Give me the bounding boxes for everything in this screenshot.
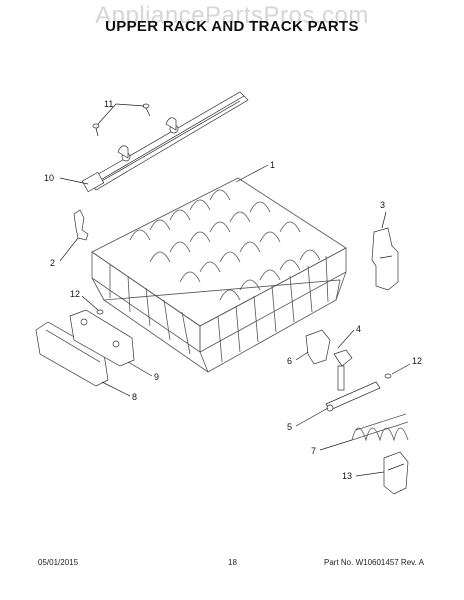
callout-7: 7 bbox=[311, 446, 316, 456]
callout-11: 11 bbox=[104, 99, 113, 109]
rack-stop-clip bbox=[73, 209, 89, 241]
adjuster-arm-assembly bbox=[305, 329, 353, 391]
callout-4: 4 bbox=[356, 324, 361, 334]
rack-adjuster-lower bbox=[383, 451, 409, 495]
watermark: AppliancePartsPros.com bbox=[95, 2, 369, 29]
callout-13: 13 bbox=[342, 471, 352, 481]
lever-arm bbox=[325, 381, 381, 412]
footer-page-number: 18 bbox=[228, 558, 237, 567]
screw-parts bbox=[92, 103, 151, 137]
clip-rack bbox=[351, 413, 409, 442]
upper-dish-rack bbox=[91, 177, 347, 373]
page-title: UPPER RACK AND TRACK PARTS bbox=[105, 18, 359, 35]
upper-rack-track-rail bbox=[81, 91, 249, 193]
footer-date: 05/01/2015 bbox=[38, 558, 79, 567]
callout-1: 1 bbox=[270, 160, 275, 170]
callout-3: 3 bbox=[380, 200, 385, 210]
callout-5: 5 bbox=[287, 422, 292, 432]
callout-12-left: 12 bbox=[70, 289, 80, 299]
callout-9: 9 bbox=[154, 372, 159, 382]
callout-2: 2 bbox=[50, 258, 55, 268]
rack-adjuster bbox=[371, 227, 399, 291]
leader-lines bbox=[59, 103, 411, 477]
callout-12-right: 12 bbox=[412, 356, 422, 366]
callout-10: 10 bbox=[44, 173, 54, 183]
callout-6: 6 bbox=[287, 356, 292, 366]
rack-handle-assembly bbox=[35, 309, 135, 387]
screw-right bbox=[384, 373, 392, 379]
footer-part-number: Part No. W10601457 Rev. A bbox=[324, 558, 424, 567]
callout-8: 8 bbox=[132, 392, 137, 402]
screw-left bbox=[96, 309, 104, 315]
